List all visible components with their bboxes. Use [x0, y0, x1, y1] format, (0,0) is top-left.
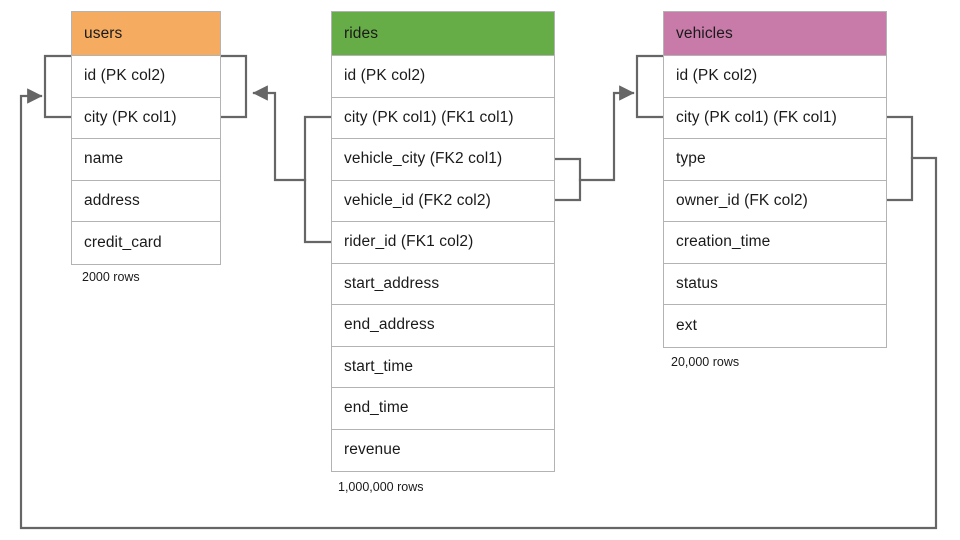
- table-vehicles[interactable]: vehicles id (PK col2) city (PK col1) (FK…: [663, 11, 887, 348]
- wire-users-left-bracket: [43, 54, 73, 119]
- table-rides-column-revenue[interactable]: revenue: [344, 441, 401, 459]
- table-rides-column-end-time[interactable]: end_time: [332, 388, 554, 430]
- wire-rides-fk2-to-vehicles: [578, 85, 635, 182]
- table-vehicles-column-creation-time[interactable]: creation_time: [664, 222, 886, 264]
- table-rides-column-vehicle-id[interactable]: vehicle_id (FK2 col2): [332, 181, 554, 222]
- table-users-column-city[interactable]: city (PK col1): [72, 98, 220, 139]
- table-rides-column-end-address[interactable]: end_address: [332, 305, 554, 347]
- wire-rides-fk2-bracket: [552, 157, 582, 202]
- table-rides-column-city[interactable]: city (PK col1) (FK1 col1): [332, 98, 554, 139]
- table-users-column-address[interactable]: address: [72, 181, 220, 222]
- table-rides-header: rides: [332, 12, 554, 56]
- table-rides-column-start-address[interactable]: start_address: [332, 264, 554, 305]
- table-users-column-id[interactable]: id (PK col2): [72, 56, 220, 98]
- table-users[interactable]: users id (PK col2) city (PK col1) name a…: [71, 11, 221, 265]
- table-vehicles-row-count: 20,000 rows: [671, 355, 740, 369]
- table-vehicles-column-city[interactable]: city (PK col1) (FK col1): [664, 98, 886, 139]
- wire-users-right-bracket: [218, 54, 248, 119]
- table-vehicles-column-ext[interactable]: ext: [676, 316, 697, 334]
- table-rides-row-count: 1,000,000 rows: [338, 480, 424, 494]
- table-users-header: users: [72, 12, 220, 56]
- table-rides[interactable]: rides id (PK col2) city (PK col1) (FK1 c…: [331, 11, 555, 472]
- wire-vehicles-fk-bracket: [884, 115, 914, 202]
- table-users-column-credit-card[interactable]: credit_card: [84, 233, 162, 251]
- table-rides-column-start-time[interactable]: start_time: [332, 347, 554, 388]
- table-users-column-name[interactable]: name: [72, 139, 220, 181]
- table-rides-column-rider-id[interactable]: rider_id (FK1 col2): [332, 222, 554, 264]
- table-vehicles-column-type[interactable]: type: [664, 139, 886, 181]
- table-vehicles-header: vehicles: [664, 12, 886, 56]
- wire-rides-fk1-to-users: [252, 85, 307, 182]
- table-rides-column-vehicle-city[interactable]: vehicle_city (FK2 col1): [332, 139, 554, 181]
- table-vehicles-column-id[interactable]: id (PK col2): [664, 56, 886, 98]
- table-rides-column-id[interactable]: id (PK col2): [332, 56, 554, 98]
- table-users-row-count: 2000 rows: [82, 270, 140, 284]
- table-vehicles-column-owner-id[interactable]: owner_id (FK col2): [664, 181, 886, 222]
- table-vehicles-column-status[interactable]: status: [664, 264, 886, 305]
- wire-vehicles-left-bracket: [635, 54, 665, 119]
- wire-rides-fk1-bracket: [303, 115, 333, 244]
